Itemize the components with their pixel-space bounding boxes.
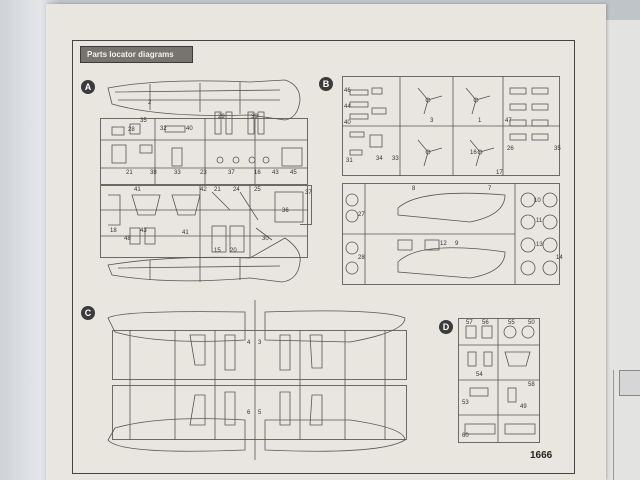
- part-number: 40: [344, 120, 351, 126]
- part-number: 37: [228, 170, 235, 176]
- part-number: 47: [505, 118, 512, 124]
- part-number: 43: [272, 170, 279, 176]
- part-number: 40: [186, 126, 193, 132]
- part-number: 27: [358, 212, 365, 218]
- part-number: 24: [233, 187, 240, 193]
- part-number: 9: [455, 241, 459, 247]
- part-number: 12: [440, 241, 447, 247]
- part-number: 33: [174, 170, 181, 176]
- part-number: 38: [150, 170, 157, 176]
- part-number: 25: [254, 187, 261, 193]
- part-number: 48: [124, 236, 131, 242]
- part-number: 23: [200, 170, 207, 176]
- part-number: 44: [344, 104, 351, 110]
- part-number: 18: [110, 228, 117, 234]
- part-number: 57: [466, 320, 473, 326]
- part-number: 29: [218, 114, 225, 120]
- part-number: 46: [344, 88, 351, 94]
- part-number: 60: [462, 433, 469, 439]
- part-number: 3: [258, 340, 262, 346]
- part-number: 13: [536, 242, 543, 248]
- part-number: 11: [536, 218, 543, 224]
- panel-label-d: D: [439, 320, 453, 334]
- part-number: 42: [200, 187, 207, 193]
- part-number: 41: [134, 187, 141, 193]
- part-number: 53: [462, 400, 469, 406]
- part-number: 56: [482, 320, 489, 326]
- part-number: 2: [148, 100, 152, 106]
- part-number: 3: [430, 118, 434, 124]
- part-number: 39: [251, 114, 258, 120]
- part-number: 32: [160, 126, 167, 132]
- part-number: 15: [214, 248, 221, 254]
- part-number: 20: [230, 248, 237, 254]
- part-number: 6: [247, 410, 251, 416]
- part-number: 7: [488, 186, 492, 192]
- sprue-c-lower: [112, 385, 407, 440]
- part-number: 55: [508, 320, 515, 326]
- part-number: 4: [247, 340, 251, 346]
- sprue-c-upper: [112, 330, 407, 380]
- part-number: 34: [376, 156, 383, 162]
- part-number: 31: [346, 158, 353, 164]
- part-number: 54: [476, 372, 483, 378]
- part-number: 28: [128, 127, 135, 133]
- panel-label-a: A: [81, 80, 95, 94]
- part-number: 43: [140, 228, 147, 234]
- adjacent-page-line: [613, 370, 614, 480]
- part-number: 17: [496, 170, 503, 176]
- panel-label-b: B: [319, 77, 333, 91]
- part-number: 28: [358, 255, 365, 261]
- sprue-d: [458, 318, 540, 443]
- sprue-a-upper: [100, 118, 308, 185]
- part-number: 21: [126, 170, 133, 176]
- part-number: 16: [254, 170, 261, 176]
- part-number: 35: [554, 146, 561, 152]
- part-number: 30: [262, 236, 269, 242]
- part-number: 45: [290, 170, 297, 176]
- part-number: 21: [214, 187, 221, 193]
- adjacent-page-box: [619, 370, 640, 396]
- section-header: Parts locator diagrams: [80, 46, 193, 63]
- part-number: 41: [182, 230, 189, 236]
- part-number: 5: [258, 410, 262, 416]
- part-number: 49: [520, 404, 527, 410]
- sprue-a-tab: [300, 185, 312, 225]
- part-number: 16: [470, 150, 477, 156]
- panel-label-c: C: [81, 306, 95, 320]
- part-number: 37: [305, 190, 312, 196]
- part-number: 58: [528, 382, 535, 388]
- page-number: 1666: [530, 450, 553, 461]
- part-number: 10: [534, 198, 541, 204]
- part-number: 1: [478, 118, 482, 124]
- part-number: 33: [392, 156, 399, 162]
- diagram-frame: [72, 40, 575, 474]
- part-number: 8: [412, 186, 416, 192]
- part-number: 26: [507, 146, 514, 152]
- part-number: 50: [528, 320, 535, 326]
- part-number: 14: [556, 255, 563, 261]
- part-number: 36: [282, 208, 289, 214]
- part-number: 35: [140, 118, 147, 124]
